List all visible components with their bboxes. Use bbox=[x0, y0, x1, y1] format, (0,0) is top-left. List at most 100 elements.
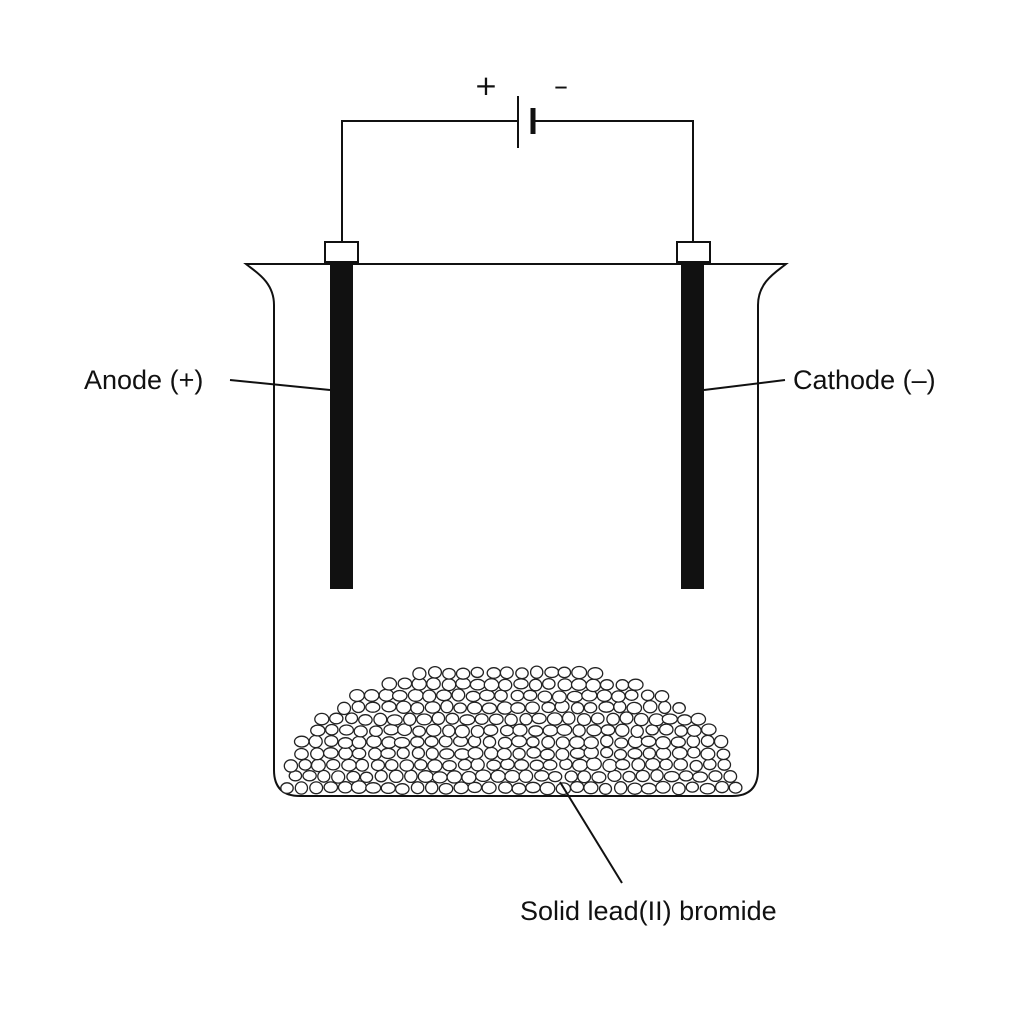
cathode-leader-line bbox=[703, 379, 786, 391]
granule bbox=[529, 665, 544, 679]
granule bbox=[486, 759, 502, 771]
solid-label: Solid lead(II) bromide bbox=[520, 896, 777, 926]
anode-cap bbox=[324, 241, 359, 263]
granule bbox=[708, 770, 723, 783]
granule bbox=[526, 746, 542, 759]
granule bbox=[642, 747, 657, 760]
granule bbox=[359, 771, 374, 784]
granule bbox=[655, 747, 672, 761]
granule bbox=[370, 759, 386, 772]
granule bbox=[280, 782, 294, 795]
granule bbox=[723, 770, 738, 783]
granule bbox=[600, 734, 614, 748]
granule bbox=[440, 699, 454, 714]
granule bbox=[590, 712, 605, 725]
granule bbox=[446, 770, 463, 784]
granule bbox=[479, 689, 495, 702]
granule bbox=[426, 677, 441, 691]
granule bbox=[512, 723, 528, 737]
granule bbox=[404, 769, 418, 784]
granule bbox=[640, 782, 657, 795]
granule bbox=[663, 770, 680, 783]
granule bbox=[613, 748, 628, 761]
granule bbox=[700, 734, 715, 748]
granule bbox=[626, 701, 643, 715]
granule bbox=[293, 735, 310, 748]
granule bbox=[728, 781, 743, 794]
granule bbox=[677, 714, 693, 726]
granule bbox=[425, 723, 442, 737]
granule bbox=[671, 746, 688, 760]
granule bbox=[381, 677, 398, 691]
granule bbox=[384, 758, 399, 772]
granule bbox=[461, 770, 477, 785]
granule bbox=[613, 781, 628, 795]
granule bbox=[577, 770, 592, 784]
granule bbox=[692, 771, 709, 783]
granule bbox=[645, 757, 661, 771]
granule bbox=[380, 747, 396, 760]
granule bbox=[659, 758, 673, 771]
granule bbox=[570, 701, 585, 715]
granule bbox=[374, 769, 388, 783]
granule bbox=[661, 713, 678, 725]
granule bbox=[322, 747, 339, 759]
granule bbox=[655, 736, 671, 750]
granule bbox=[529, 759, 545, 772]
granule bbox=[519, 712, 533, 726]
granule bbox=[417, 770, 434, 783]
granule bbox=[627, 747, 643, 760]
granule bbox=[442, 759, 457, 772]
granule bbox=[602, 758, 618, 773]
granule bbox=[324, 734, 339, 748]
granule bbox=[358, 714, 373, 726]
granule bbox=[331, 770, 346, 784]
granule bbox=[445, 712, 460, 725]
granule bbox=[510, 689, 525, 702]
beaker bbox=[243, 263, 789, 797]
granule bbox=[467, 746, 484, 760]
granule bbox=[648, 713, 665, 727]
granule bbox=[470, 666, 485, 679]
granule bbox=[511, 735, 528, 748]
granule bbox=[613, 700, 627, 714]
granule bbox=[685, 781, 700, 793]
granule bbox=[598, 782, 613, 795]
granule bbox=[586, 724, 602, 737]
granule bbox=[411, 746, 426, 760]
granule bbox=[416, 713, 433, 726]
granule bbox=[658, 700, 672, 715]
granule bbox=[497, 736, 513, 750]
granule bbox=[611, 690, 626, 703]
granule bbox=[498, 678, 513, 692]
granule bbox=[556, 723, 573, 736]
granule bbox=[453, 781, 469, 795]
granule bbox=[441, 678, 457, 692]
lead-bromide-pile bbox=[280, 665, 743, 796]
granule bbox=[410, 701, 425, 715]
granule bbox=[393, 736, 411, 749]
granule bbox=[346, 770, 361, 783]
granule bbox=[368, 747, 382, 761]
granule bbox=[699, 782, 716, 795]
granule bbox=[323, 781, 339, 794]
granule bbox=[504, 769, 521, 783]
granule bbox=[494, 689, 508, 702]
granule bbox=[483, 724, 499, 737]
granule bbox=[383, 723, 400, 736]
granule bbox=[542, 724, 559, 737]
cathode-electrode bbox=[681, 262, 704, 589]
granule bbox=[496, 747, 512, 761]
granule bbox=[569, 747, 586, 760]
battery-symbol bbox=[517, 96, 536, 148]
granule bbox=[483, 678, 500, 692]
granule bbox=[571, 665, 588, 680]
granule bbox=[513, 678, 529, 690]
granule bbox=[496, 701, 513, 715]
granule bbox=[614, 737, 629, 749]
granule bbox=[459, 714, 476, 726]
granule bbox=[309, 781, 324, 795]
granule bbox=[599, 679, 614, 691]
granule bbox=[576, 713, 592, 727]
